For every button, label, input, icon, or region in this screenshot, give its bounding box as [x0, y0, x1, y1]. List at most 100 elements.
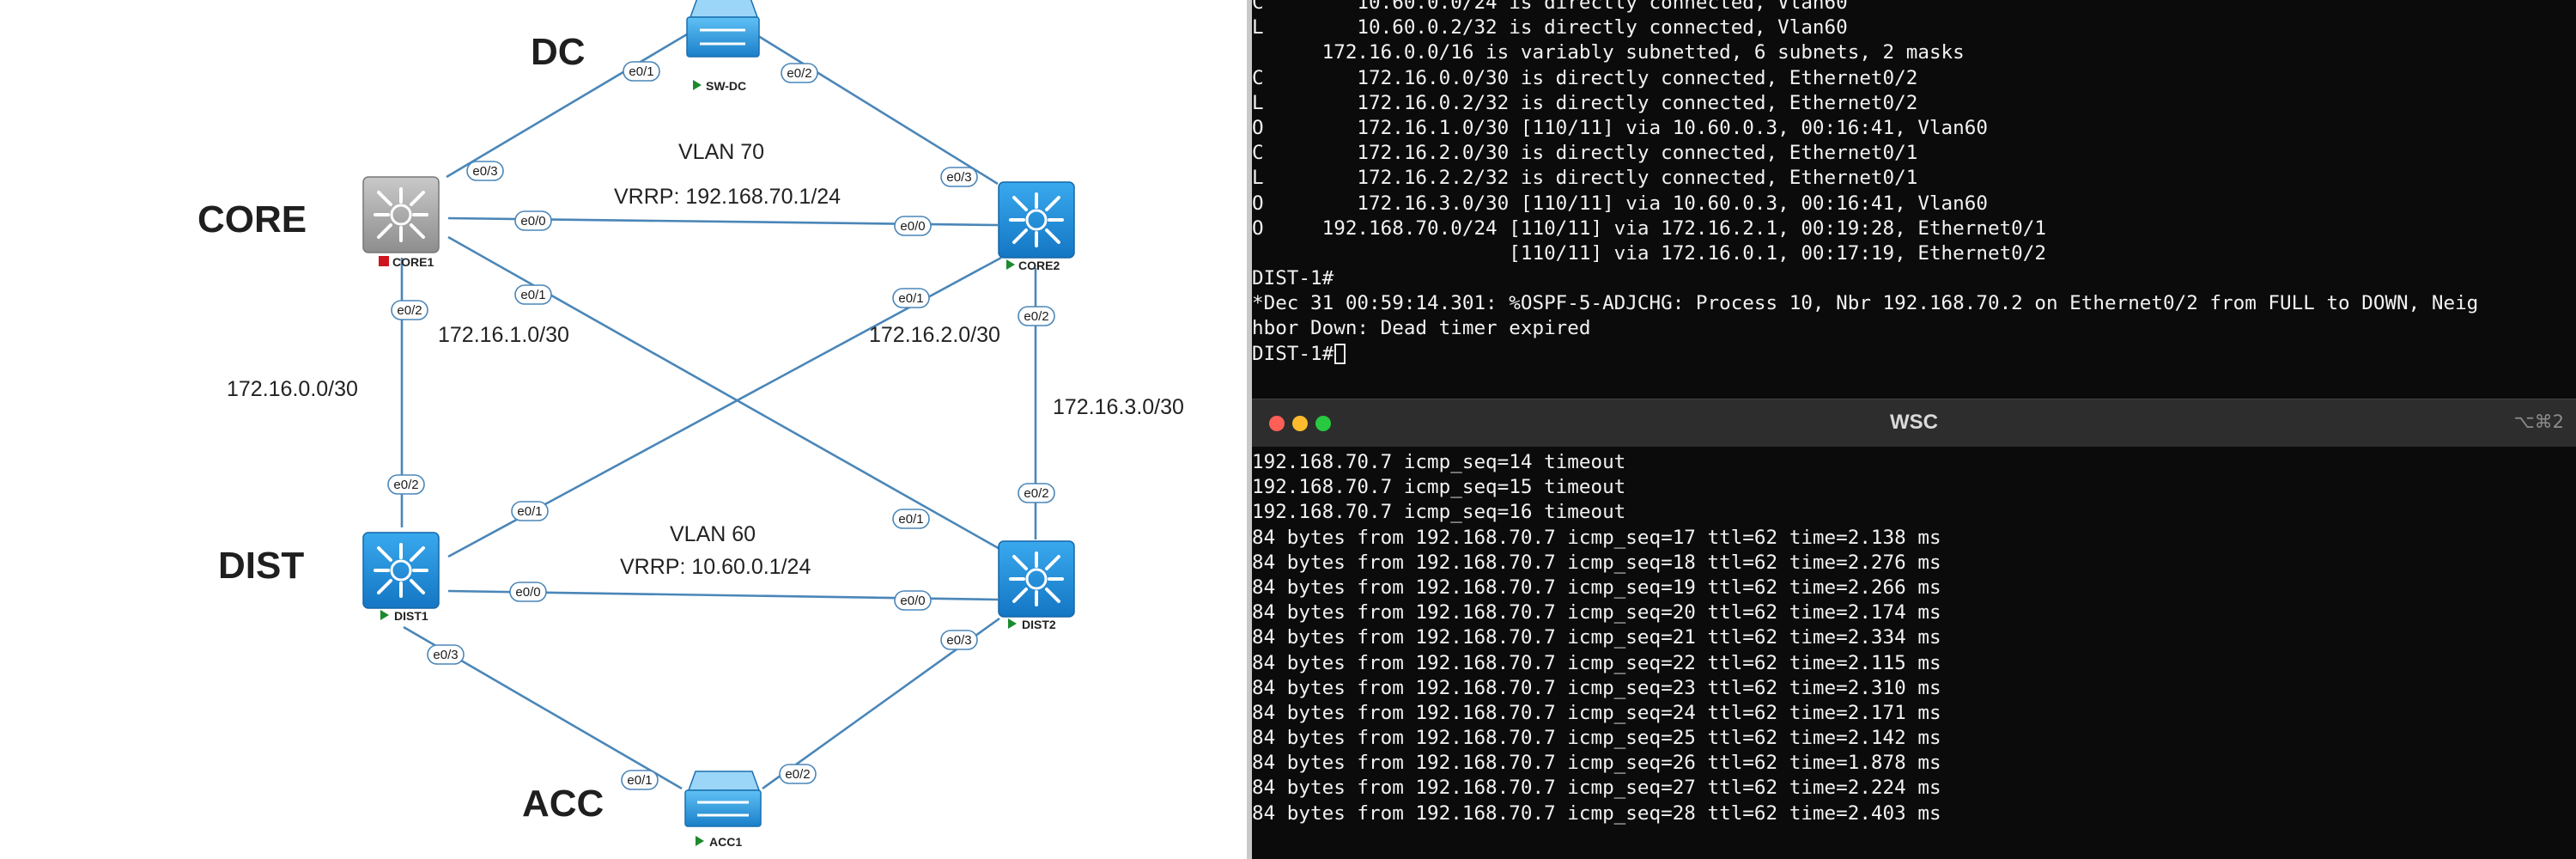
- terminal-line: 84 bytes from 192.168.70.7 icmp_seq=27 t…: [1252, 777, 1941, 800]
- terminal-line: 84 bytes from 192.168.70.7 icmp_seq=24 t…: [1252, 701, 1941, 724]
- switch-icon: [684, 771, 762, 827]
- device-label-acc1: ACC1: [709, 835, 742, 849]
- iface-dist2-e03: e0/3: [940, 630, 978, 650]
- terminal-line: 84 bytes from 192.168.70.7 icmp_seq=22 t…: [1252, 651, 1941, 674]
- terminal-line: L 172.16.0.2/32 is directly connected, E…: [1252, 91, 1918, 114]
- terminal-line: 84 bytes from 192.168.70.7 icmp_seq=21 t…: [1252, 626, 1941, 649]
- router-icon: [362, 176, 440, 253]
- svg-text:e0/1: e0/1: [517, 504, 542, 519]
- svg-text:e0/3: e0/3: [946, 633, 971, 648]
- iface-dist1-e01: e0/1: [511, 501, 549, 521]
- net-172-16-3-label: 172.16.3.0/30: [1053, 395, 1184, 419]
- svg-text:e0/1: e0/1: [629, 64, 653, 79]
- stopped-status-icon: [379, 256, 389, 266]
- device-dist2[interactable]: DIST2: [998, 540, 1075, 631]
- area-label-dc: DC: [531, 31, 586, 73]
- iface-dist2-e01: e0/1: [892, 509, 930, 529]
- device-acc1[interactable]: ACC1: [684, 771, 762, 849]
- svg-text:e0/3: e0/3: [946, 170, 971, 185]
- router-icon: [998, 540, 1075, 618]
- area-label-acc: ACC: [522, 783, 604, 825]
- svg-text:e0/2: e0/2: [787, 66, 811, 81]
- area-label-dist: DIST: [218, 545, 304, 587]
- iface-dist2-e02: e0/2: [1018, 483, 1055, 503]
- terminal-line: 84 bytes from 192.168.70.7 icmp_seq=25 t…: [1252, 727, 1941, 750]
- svg-text:e0/2: e0/2: [397, 303, 422, 318]
- router-icon: [998, 181, 1075, 259]
- device-core1[interactable]: CORE1: [362, 176, 440, 269]
- iface-dist1-e02: e0/2: [387, 474, 425, 495]
- device-label-sw-dc: SW-DC: [706, 79, 746, 93]
- svg-text:e0/0: e0/0: [515, 585, 540, 600]
- terminal-prompt-line[interactable]: DIST-1#: [1252, 342, 2478, 367]
- running-status-icon: [693, 80, 702, 90]
- terminal-line: DIST-1#: [1252, 267, 1334, 290]
- net-172-16-0-label: 172.16.0.0/30: [227, 377, 358, 401]
- window-shortcut: ⌥⌘2: [2513, 411, 2564, 432]
- iface-core2-e03: e0/3: [940, 167, 978, 187]
- window-title: WSC: [1890, 411, 1938, 434]
- svg-text:e0/1: e0/1: [898, 512, 923, 527]
- svg-text:e0/0: e0/0: [900, 219, 925, 234]
- iface-core1-e00: e0/0: [514, 210, 552, 231]
- svg-text:e0/2: e0/2: [1024, 309, 1048, 324]
- svg-text:e0/3: e0/3: [433, 648, 458, 662]
- terminal-line: C 172.16.2.0/30 is directly connected, E…: [1252, 142, 1918, 165]
- close-button[interactable]: [1269, 416, 1285, 431]
- terminal-line: 192.168.70.7 icmp_seq=14 timeout: [1252, 451, 1626, 473]
- terminal-line: O 172.16.1.0/30 [110/11] via 10.60.0.3, …: [1252, 116, 1988, 139]
- device-label-dist2: DIST2: [1022, 618, 1056, 631]
- network-topology-canvas[interactable]: DC CORE DIST ACC VLAN 70 VRRP: 192.168.7…: [0, 0, 1247, 859]
- net-172-16-2-label: 172.16.2.0/30: [869, 323, 1000, 347]
- pane-divider[interactable]: [1247, 0, 1252, 859]
- terminal-output: 192.168.70.7 icmp_seq=14 timeout 192.168…: [1252, 450, 2576, 859]
- terminal-line: C 10.60.0.0/24 is directly connected, Vl…: [1252, 0, 1848, 14]
- iface-core2-e02: e0/2: [1018, 306, 1055, 326]
- terminal-dist1[interactable]: C 10.60.0.0/24 is directly connected, Vl…: [1252, 0, 2576, 399]
- svg-text:e0/0: e0/0: [520, 214, 545, 228]
- terminal-line: O 192.168.70.0/24 [110/11] via 172.16.2.…: [1252, 216, 2046, 240]
- area-label-core: CORE: [197, 198, 307, 241]
- terminal-line: *Dec 31 00:59:14.301: %OSPF-5-ADJCHG: Pr…: [1252, 292, 2479, 315]
- terminal-line: 192.168.70.7 icmp_seq=15 timeout: [1252, 476, 1626, 499]
- link-swdc-core2[interactable]: [755, 33, 999, 186]
- terminal-line: 172.16.0.0/16 is variably subnetted, 6 s…: [1252, 41, 1965, 64]
- iface-acc1-e01: e0/1: [621, 770, 659, 790]
- iface-acc1-e02: e0/2: [779, 764, 817, 784]
- terminal-line: L 10.60.0.2/32 is directly connected, Vl…: [1252, 16, 1848, 40]
- device-sw-dc[interactable]: SW-DC: [686, 0, 760, 93]
- terminal-line: 84 bytes from 192.168.70.7 icmp_seq=28 t…: [1252, 801, 1941, 825]
- zoom-button[interactable]: [1315, 416, 1331, 431]
- svg-text:e0/1: e0/1: [898, 291, 923, 306]
- running-status-icon: [696, 836, 704, 846]
- svg-text:e0/2: e0/2: [393, 478, 418, 492]
- link-core1-swdc[interactable]: [446, 33, 688, 179]
- net-172-16-1-label: 172.16.1.0/30: [438, 323, 569, 347]
- iface-core1-e02: e0/2: [391, 300, 428, 320]
- running-status-icon: [1006, 259, 1015, 270]
- vrrp60-label: VRRP: 10.60.0.1/24: [620, 555, 811, 579]
- iface-dist1-e03: e0/3: [427, 644, 465, 665]
- terminal-window-wsc[interactable]: WSC ⌥⌘2 192.168.70.7 icmp_seq=14 timeout…: [1252, 399, 2576, 859]
- svg-text:e0/1: e0/1: [627, 773, 652, 788]
- device-dist1[interactable]: DIST1: [362, 532, 440, 623]
- terminal-line: [110/11] via 172.16.0.1, 00:17:19, Ether…: [1252, 241, 2046, 265]
- device-label-core2: CORE2: [1018, 259, 1060, 272]
- window-titlebar[interactable]: WSC ⌥⌘2: [1252, 399, 2576, 447]
- svg-text:e0/2: e0/2: [1024, 486, 1048, 501]
- terminal-line: hbor Down: Dead timer expired: [1252, 317, 1591, 340]
- switch-icon: [686, 0, 760, 58]
- minimize-button[interactable]: [1292, 416, 1308, 431]
- device-label-core1: CORE1: [392, 255, 434, 269]
- vlan70-label: VLAN 70: [678, 140, 764, 164]
- iface-dist1-e00: e0/0: [509, 582, 547, 602]
- iface-core2-e00: e0/0: [894, 216, 932, 236]
- terminal-line: O 172.16.3.0/30 [110/11] via 10.60.0.3, …: [1252, 192, 1988, 215]
- terminal-line: L 172.16.2.2/32 is directly connected, E…: [1252, 167, 1918, 190]
- iface-core1-e01: e0/1: [514, 284, 552, 305]
- device-core2[interactable]: CORE2: [998, 181, 1075, 272]
- iface-core2-e01: e0/1: [892, 288, 930, 308]
- vlan60-label: VLAN 60: [670, 522, 756, 546]
- svg-text:e0/2: e0/2: [785, 767, 810, 782]
- iface-dist2-e00: e0/0: [894, 590, 932, 611]
